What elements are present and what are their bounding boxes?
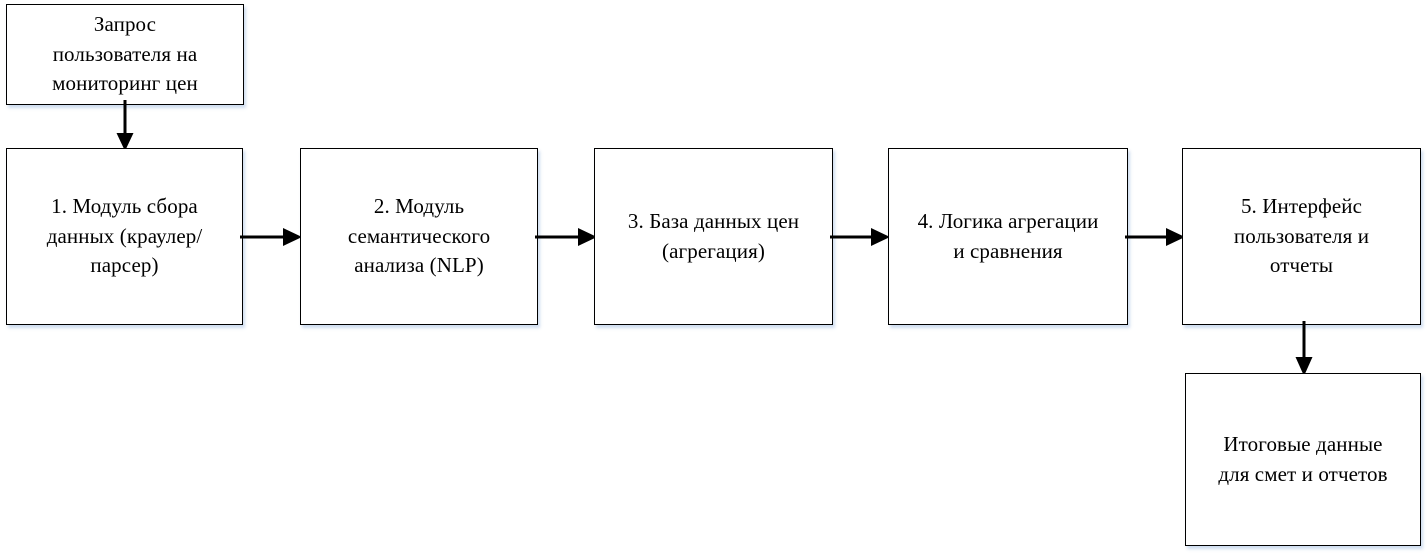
arrow-logic-to-interface — [1125, 222, 1187, 252]
arrow-interface-to-output — [1283, 321, 1325, 379]
arrow-database-to-logic — [830, 222, 892, 252]
node-label: 3. База данных цен (агрегация) — [627, 208, 800, 263]
arrow-request-to-collector — [104, 100, 146, 154]
node-data-collection-module[interactable]: 1. Модуль сбора данных (краулер/ парсер) — [6, 148, 243, 325]
node-price-database[interactable]: 3. База данных цен (агрегация) — [594, 148, 833, 325]
node-label: 2. Модуль семантического анализа (NLP) — [347, 193, 491, 278]
node-label: Итоговые данные для смет и отчетов — [1218, 431, 1388, 486]
arrow-collector-to-nlp — [240, 222, 304, 252]
node-user-request[interactable]: Запрос пользователя на мониторинг цен — [6, 4, 244, 105]
node-user-interface-reports[interactable]: 5. Интерфейс пользователя и отчеты — [1182, 148, 1421, 325]
node-final-data-output[interactable]: Итоговые данные для смет и отчетов — [1185, 373, 1421, 546]
node-label: 4. Логика агрегации и сравнения — [917, 208, 1099, 263]
node-label: Запрос пользователя на мониторинг цен — [52, 11, 198, 96]
arrow-nlp-to-database — [535, 222, 599, 252]
node-aggregation-comparison-logic[interactable]: 4. Логика агрегации и сравнения — [888, 148, 1128, 325]
node-semantic-analysis-module[interactable]: 2. Модуль семантического анализа (NLP) — [300, 148, 538, 325]
node-label: 5. Интерфейс пользователя и отчеты — [1233, 193, 1370, 278]
node-label: 1. Модуль сбора данных (краулер/ парсер) — [46, 193, 203, 278]
